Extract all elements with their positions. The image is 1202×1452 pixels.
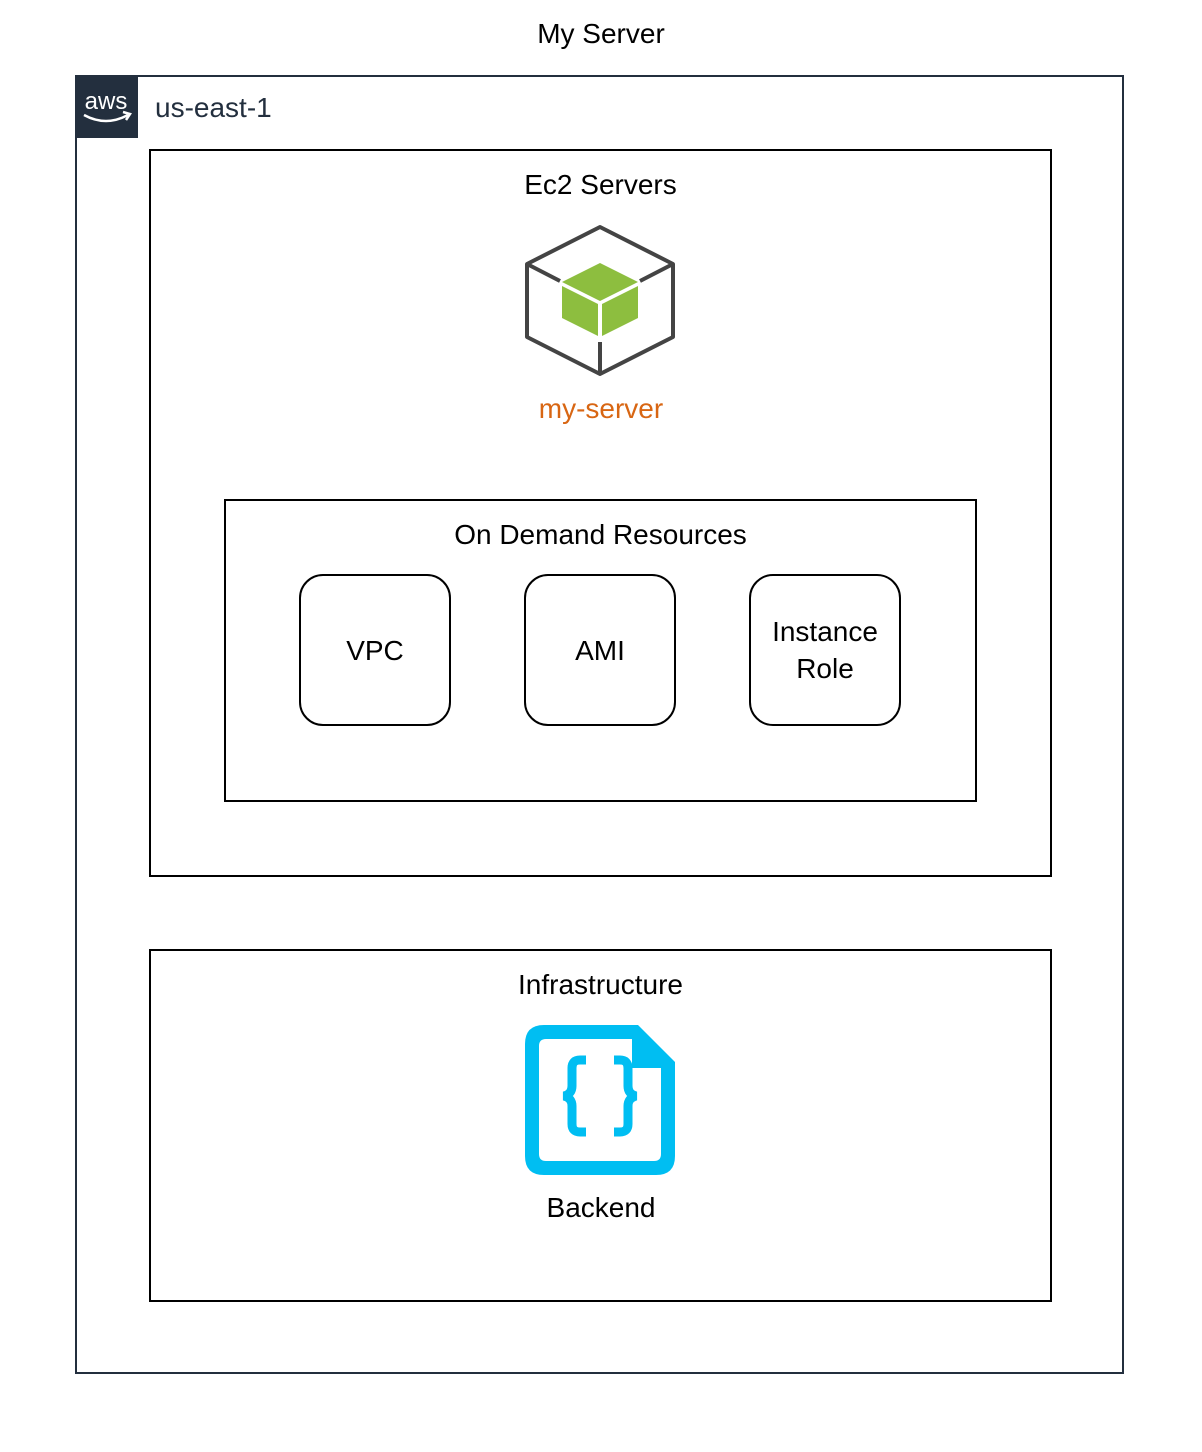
ec2-servers-group-label: Ec2 Servers xyxy=(524,169,677,200)
diagram-title: My Server xyxy=(537,18,665,49)
json-file-icon[interactable] xyxy=(524,1024,676,1176)
region-label: us-east-1 xyxy=(155,92,272,123)
vpc-resource[interactable]: VPC xyxy=(299,574,451,726)
on-demand-resources-label: On Demand Resources xyxy=(454,519,747,550)
ec2-instance-icon[interactable] xyxy=(524,224,676,376)
backend-label: Backend xyxy=(546,1192,656,1223)
instance-role-resource-label: Instance Role xyxy=(772,616,878,684)
on-demand-resources-group[interactable]: On Demand Resources xyxy=(224,499,977,802)
ami-resource-label: AMI xyxy=(575,634,625,666)
aws-logo-text: aws xyxy=(85,88,128,115)
aws-logo-icon: aws xyxy=(75,75,138,138)
aws-region-group[interactable] xyxy=(75,75,1124,1374)
vpc-resource-label: VPC xyxy=(346,634,404,666)
infrastructure-group-label: Infrastructure xyxy=(518,969,683,1000)
infrastructure-group[interactable]: Infrastructure xyxy=(149,949,1052,1302)
instance-role-resource[interactable]: Instance Role xyxy=(749,574,901,726)
ec2-servers-group[interactable]: Ec2 Servers xyxy=(149,149,1052,877)
ami-resource[interactable]: AMI xyxy=(524,574,676,726)
ec2-instance-label: my-server xyxy=(538,393,664,424)
